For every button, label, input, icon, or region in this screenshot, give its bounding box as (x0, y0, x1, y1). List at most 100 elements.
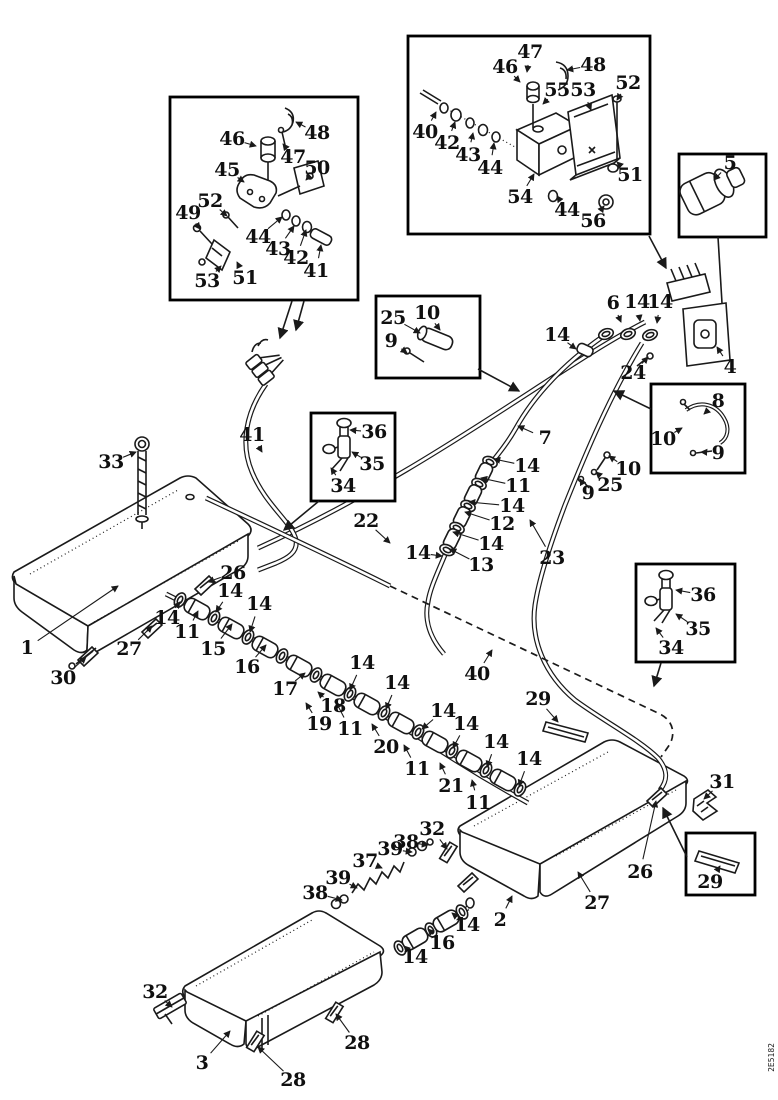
callout-34: 34 (330, 475, 356, 497)
callout-14: 14 (478, 533, 504, 555)
wiring-multi-plug (245, 338, 284, 386)
callout-1: 1 (20, 637, 34, 659)
callout-44: 44 (477, 157, 503, 179)
callout-23: 23 (539, 547, 565, 569)
strap-29-middle (541, 721, 590, 743)
callout-11: 11 (505, 475, 531, 497)
inset-box-hose-8-10-9 (612, 382, 747, 475)
callout-43: 43 (265, 238, 291, 260)
callout-14: 14 (483, 731, 509, 753)
callout-17: 17 (272, 678, 298, 700)
callout-53: 53 (194, 270, 220, 292)
callout-25: 25 (380, 307, 406, 329)
vent-line-40 (389, 585, 674, 758)
callout-14: 14 (647, 291, 673, 313)
callout-36: 36 (361, 421, 387, 443)
callout-14: 14 (516, 748, 542, 770)
callout-26: 26 (627, 861, 653, 883)
callout-49: 49 (175, 202, 201, 224)
callout-40: 40 (412, 121, 438, 143)
callout-47: 47 (517, 41, 543, 63)
callout-42: 42 (283, 247, 309, 269)
callout-29: 29 (525, 688, 551, 710)
callout-41: 41 (239, 424, 265, 446)
callout-19: 19 (306, 713, 332, 735)
callout-51: 51 (617, 164, 643, 186)
inset-box-pump-5 (677, 152, 768, 304)
callout-14: 14 (454, 914, 480, 936)
callout-30: 30 (50, 667, 76, 689)
callout-14: 14 (514, 455, 540, 477)
callout-32: 32 (142, 981, 168, 1003)
callout-39: 39 (377, 838, 403, 860)
bolt-33 (134, 436, 150, 529)
callout-10: 10 (615, 458, 641, 480)
callout-14: 14 (349, 652, 375, 674)
figure-code: 2E5182 (767, 1043, 776, 1072)
callout-14: 14 (430, 700, 456, 722)
callout-50: 50 (304, 157, 330, 179)
callout-20: 20 (373, 736, 399, 758)
callout-38: 38 (302, 882, 328, 904)
callout-14: 14 (154, 607, 180, 629)
callout-15: 15 (200, 638, 226, 660)
callout-22: 22 (353, 510, 379, 532)
callout-4: 4 (723, 356, 737, 378)
tank-top-line (204, 495, 392, 589)
callout-35: 35 (359, 453, 385, 475)
callout-48: 48 (580, 54, 606, 76)
callout-9: 9 (711, 442, 725, 464)
callout-36: 36 (690, 584, 716, 606)
callout-48: 48 (304, 122, 330, 144)
callout-37: 37 (352, 850, 378, 872)
callout-28: 28 (344, 1032, 370, 1054)
callout-40: 40 (464, 663, 490, 685)
callout-9: 9 (384, 330, 398, 352)
bottom-tank (181, 910, 385, 1051)
callout-31: 31 (709, 771, 735, 793)
callout-53: 53 (570, 79, 596, 101)
callout-46: 46 (492, 56, 518, 78)
callout-2: 2 (493, 909, 507, 931)
callout-52: 52 (615, 72, 641, 94)
fuel-line-chain-lower (164, 590, 530, 806)
callout-14: 14 (217, 580, 243, 602)
callout-14: 14 (246, 593, 272, 615)
callout-27: 27 (584, 892, 610, 914)
callout-56: 56 (580, 210, 606, 232)
callout-46: 46 (219, 128, 245, 150)
callout-54: 54 (507, 186, 533, 208)
callout-26: 26 (220, 562, 246, 584)
callout-7: 7 (538, 427, 552, 449)
callout-16: 16 (234, 656, 260, 678)
callout-5: 5 (723, 152, 737, 174)
callout-29: 29 (697, 871, 723, 893)
callout-51: 51 (232, 267, 258, 289)
callout-44: 44 (245, 226, 271, 248)
callout-12: 12 (489, 513, 515, 535)
callout-14: 14 (544, 324, 570, 346)
callout-14: 14 (384, 672, 410, 694)
inset-box-strap-29 (662, 806, 757, 897)
callout-14: 14 (453, 713, 479, 735)
callout-10: 10 (650, 428, 676, 450)
inset-box-hardware-upper-left (168, 95, 360, 340)
hose-22 (256, 319, 647, 551)
callout-14: 14 (624, 291, 650, 313)
callout-41: 41 (303, 260, 329, 282)
callout-34: 34 (658, 637, 684, 659)
callout-33: 33 (98, 451, 124, 473)
callout-11: 11 (337, 718, 363, 740)
callout-3: 3 (195, 1052, 209, 1074)
callout-35: 35 (685, 618, 711, 640)
callout-47: 47 (280, 146, 306, 168)
connector-block (576, 262, 711, 367)
callout-43: 43 (455, 144, 481, 166)
callout-14: 14 (402, 946, 428, 968)
callout-10: 10 (414, 302, 440, 324)
hose-23 (531, 341, 669, 792)
callout-21: 21 (438, 775, 464, 797)
callout-8: 8 (711, 390, 725, 412)
